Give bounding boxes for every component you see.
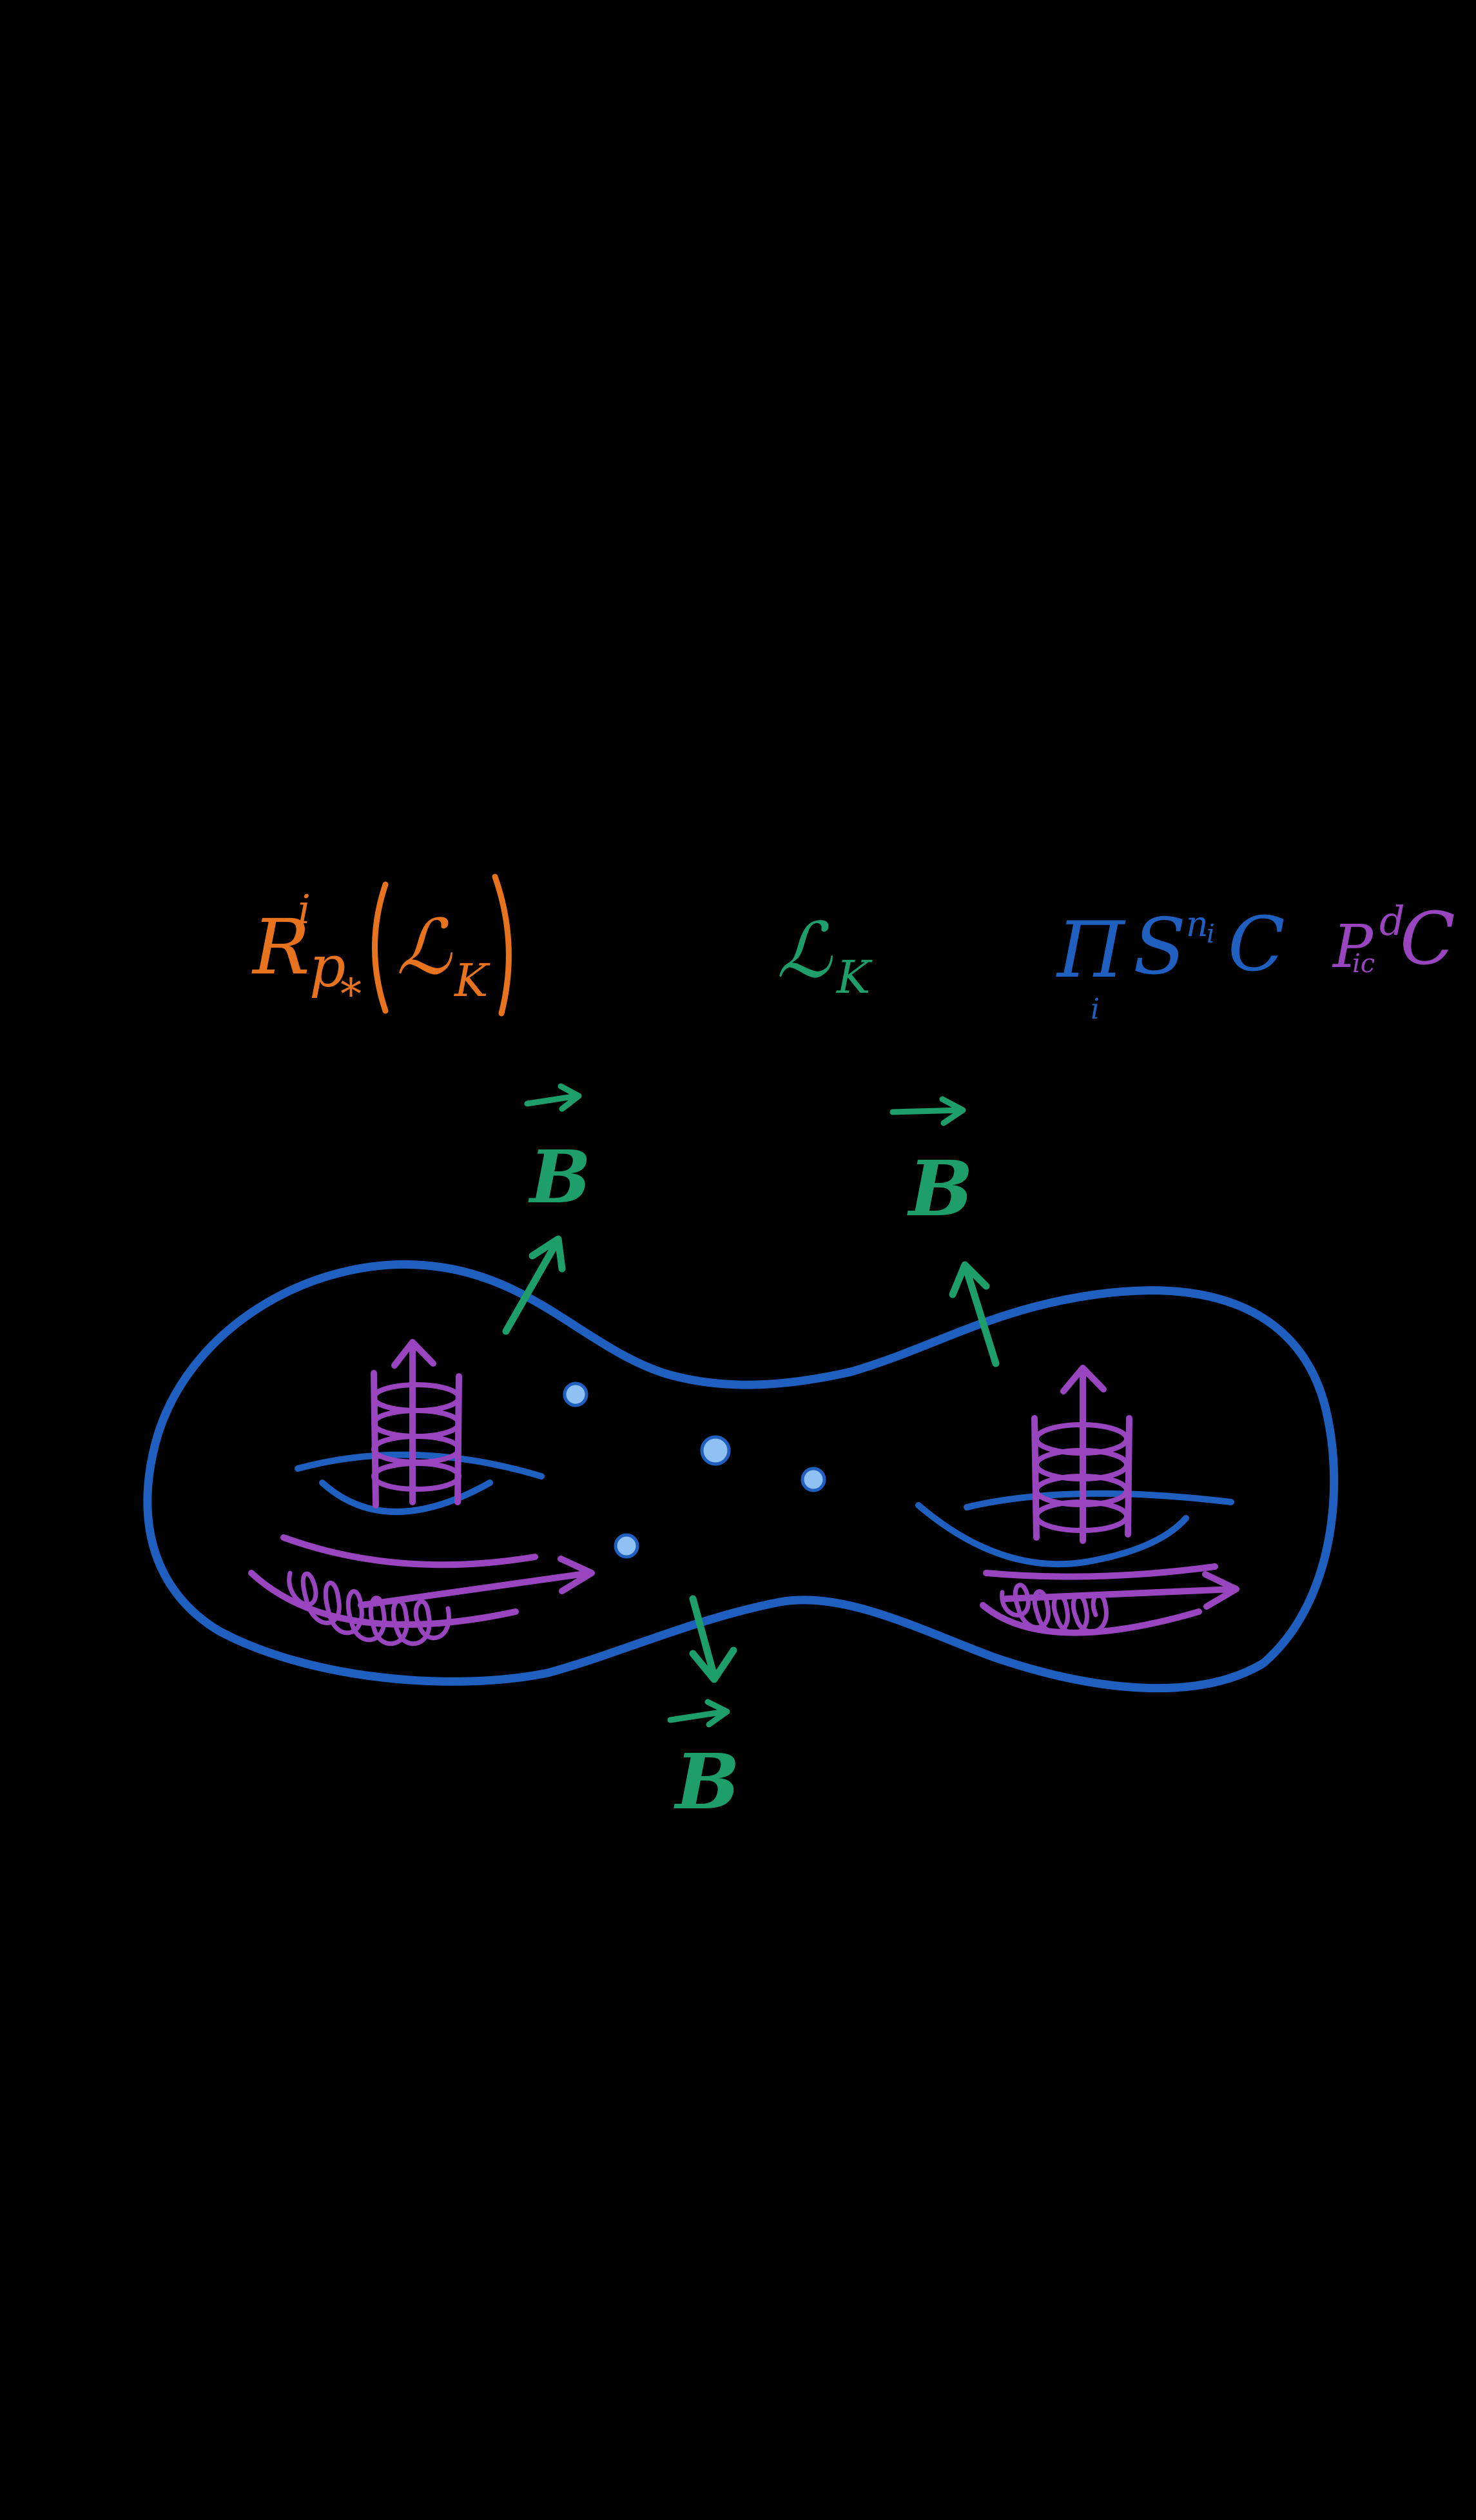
- marked-point-1: [563, 1382, 588, 1407]
- formula-sym-exponent: n: [1186, 904, 1209, 944]
- right-handle-hole-bottom-curve: [915, 1502, 1189, 1568]
- field-vector-bottom: B: [667, 1595, 740, 1826]
- field-bottom-label: B: [674, 1737, 740, 1826]
- formula-sym-exponent-sub: i: [1207, 919, 1215, 949]
- right-horizontal-coil: [980, 1563, 1239, 1636]
- formula-pushforward-L: ℒ: [396, 903, 452, 991]
- formula-picard: P ic d C: [1332, 897, 1455, 981]
- genus-two-surface-outline: [143, 1260, 1339, 1693]
- field-left-label: B: [528, 1135, 591, 1220]
- marked-point-4: [614, 1533, 639, 1559]
- field-right-label: B: [907, 1144, 973, 1233]
- right-handle: [915, 1365, 1239, 1636]
- formula-pic-C: C: [1400, 897, 1455, 981]
- formula-pushforward-i: i: [298, 886, 311, 933]
- field-right-arrow: [962, 1263, 1000, 1367]
- right-vertical-coil: [1031, 1365, 1132, 1544]
- formula-product-symbol: Π: [1056, 906, 1126, 995]
- formula-pushforward-p: p: [309, 933, 345, 1000]
- field-right-label-vector-arrow: [889, 1096, 966, 1126]
- formula-local-system: ℒ K: [777, 906, 873, 1004]
- formula-local-system-L: ℒ: [777, 906, 833, 995]
- left-hcoil-arrow-head: [558, 1556, 595, 1594]
- formula-sym-C: C: [1228, 901, 1285, 988]
- right-hcoil-arrow-head: [1202, 1571, 1239, 1610]
- formula-pushforward-R: R: [251, 903, 310, 991]
- field-left-arrow-head: [529, 1235, 566, 1273]
- formula-pushforward-right-paren: [492, 874, 512, 1017]
- field-vector-right: B: [889, 1096, 1000, 1367]
- field-bottom-label-vector-arrow: [667, 1699, 730, 1728]
- left-handle: [248, 1339, 595, 1646]
- right-hcoil-loops: [1000, 1583, 1109, 1636]
- left-vertical-coil: [371, 1339, 462, 1509]
- formula-pic-P: P: [1332, 912, 1374, 981]
- field-bottom-arrow: [689, 1595, 718, 1680]
- left-coil-ring-2: [371, 1408, 461, 1439]
- left-handle-hole-top-curve: [295, 1451, 545, 1480]
- formula-product-index: i: [1091, 993, 1100, 1026]
- marked-point-3: [801, 1467, 826, 1492]
- field-right-arrow-head: [949, 1261, 990, 1298]
- formula-symmetric-product: Π i S n i C: [1056, 901, 1285, 1026]
- left-handle-hole-bottom-curve: [319, 1480, 493, 1515]
- formula-sym-S: S: [1133, 903, 1186, 992]
- left-hcoil-upper-edge: [280, 1534, 538, 1568]
- left-horizontal-coil: [248, 1534, 595, 1646]
- field-left-arrow: [502, 1237, 561, 1335]
- field-bottom-arrow-head: [689, 1646, 737, 1683]
- formula-local-system-K: K: [835, 951, 873, 1004]
- formula-pic-d: d: [1379, 897, 1405, 944]
- formula-pushforward-star: *: [340, 970, 362, 1019]
- marked-point-2: [700, 1435, 731, 1466]
- right-hcoil-upper-edge: [983, 1563, 1218, 1580]
- formula-pushforward-left-paren: [372, 881, 389, 1014]
- left-coil-ring-1: [371, 1382, 461, 1413]
- formula-pushforward-K: K: [453, 954, 490, 1007]
- left-hcoil-arrow-shaft: [358, 1570, 593, 1608]
- formula-pushforward: R i p * ℒ K: [251, 874, 512, 1019]
- field-vector-left: B: [502, 1083, 591, 1335]
- right-hcoil-lower-edge: [980, 1602, 1202, 1636]
- left-coil-ring-4: [371, 1461, 461, 1492]
- right-coil-axis-arrow-head: [1060, 1365, 1107, 1394]
- formula-pic-ic: ic: [1352, 949, 1375, 979]
- left-hcoil-loops: [287, 1570, 451, 1646]
- field-left-label-vector-arrow: [524, 1083, 582, 1112]
- marked-points: [563, 1382, 826, 1559]
- right-hcoil-arrow-shaft: [1002, 1586, 1238, 1602]
- left-coil-axis-arrow-head: [391, 1339, 436, 1369]
